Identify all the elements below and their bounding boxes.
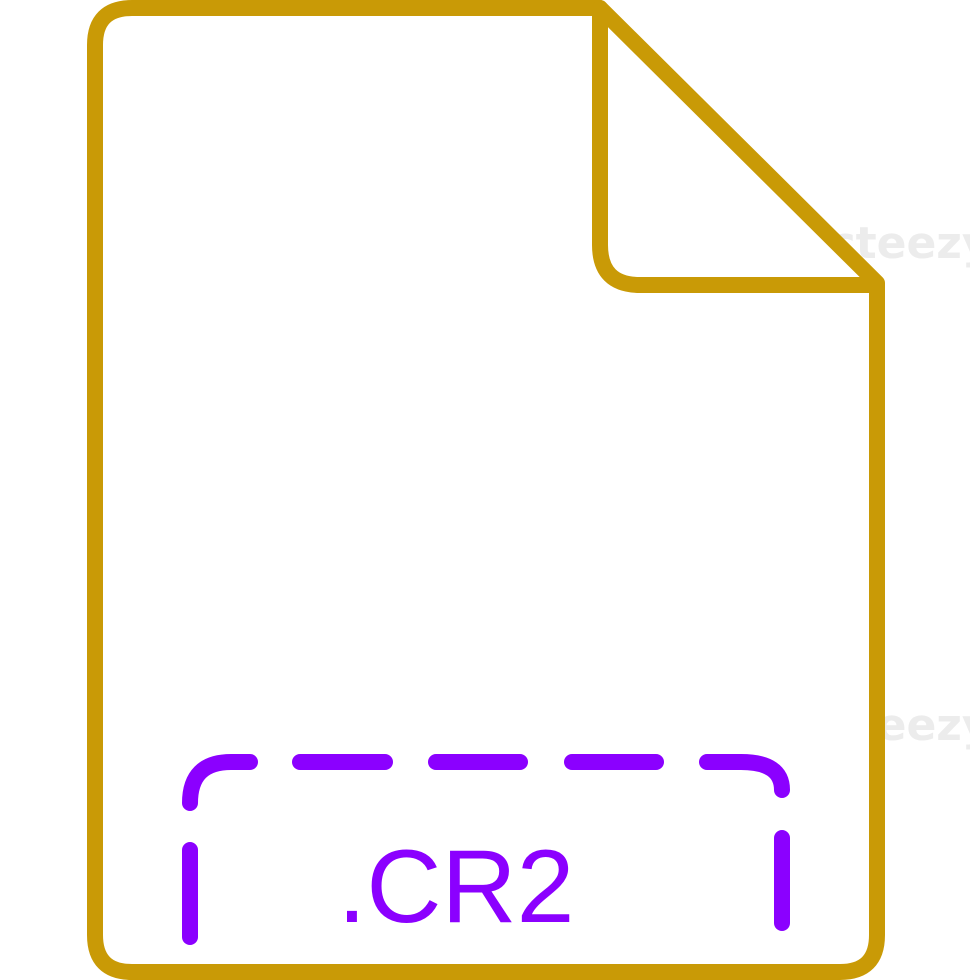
label-frame [182, 754, 790, 945]
folded-corner-icon [592, 0, 885, 293]
frame-corner-right [699, 754, 790, 798]
document-outline-icon [87, 0, 885, 980]
frame-corner-left [182, 754, 258, 811]
file-extension-label: .CR2 [338, 829, 575, 945]
